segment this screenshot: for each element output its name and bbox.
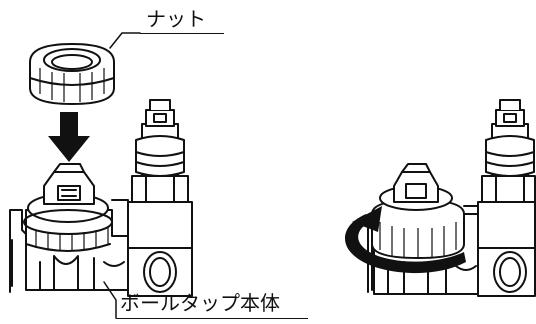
left-side-pipe xyxy=(111,99,193,297)
body-leader-line xyxy=(103,281,117,319)
right-ballcock-body xyxy=(367,163,479,295)
nut-leader-line xyxy=(109,32,141,49)
ballcock-body-label: ボールタップ本体 xyxy=(120,291,280,315)
left-ballcock-body xyxy=(9,163,131,293)
down-arrow-icon xyxy=(48,112,90,162)
right-side-pipe xyxy=(463,99,536,297)
nut-label: ナット xyxy=(146,7,206,31)
rotate-arrow-icon xyxy=(344,206,466,274)
nut-part xyxy=(29,43,115,105)
ballcock-body-label-underline xyxy=(116,318,308,319)
nut-label-underline xyxy=(140,33,224,34)
